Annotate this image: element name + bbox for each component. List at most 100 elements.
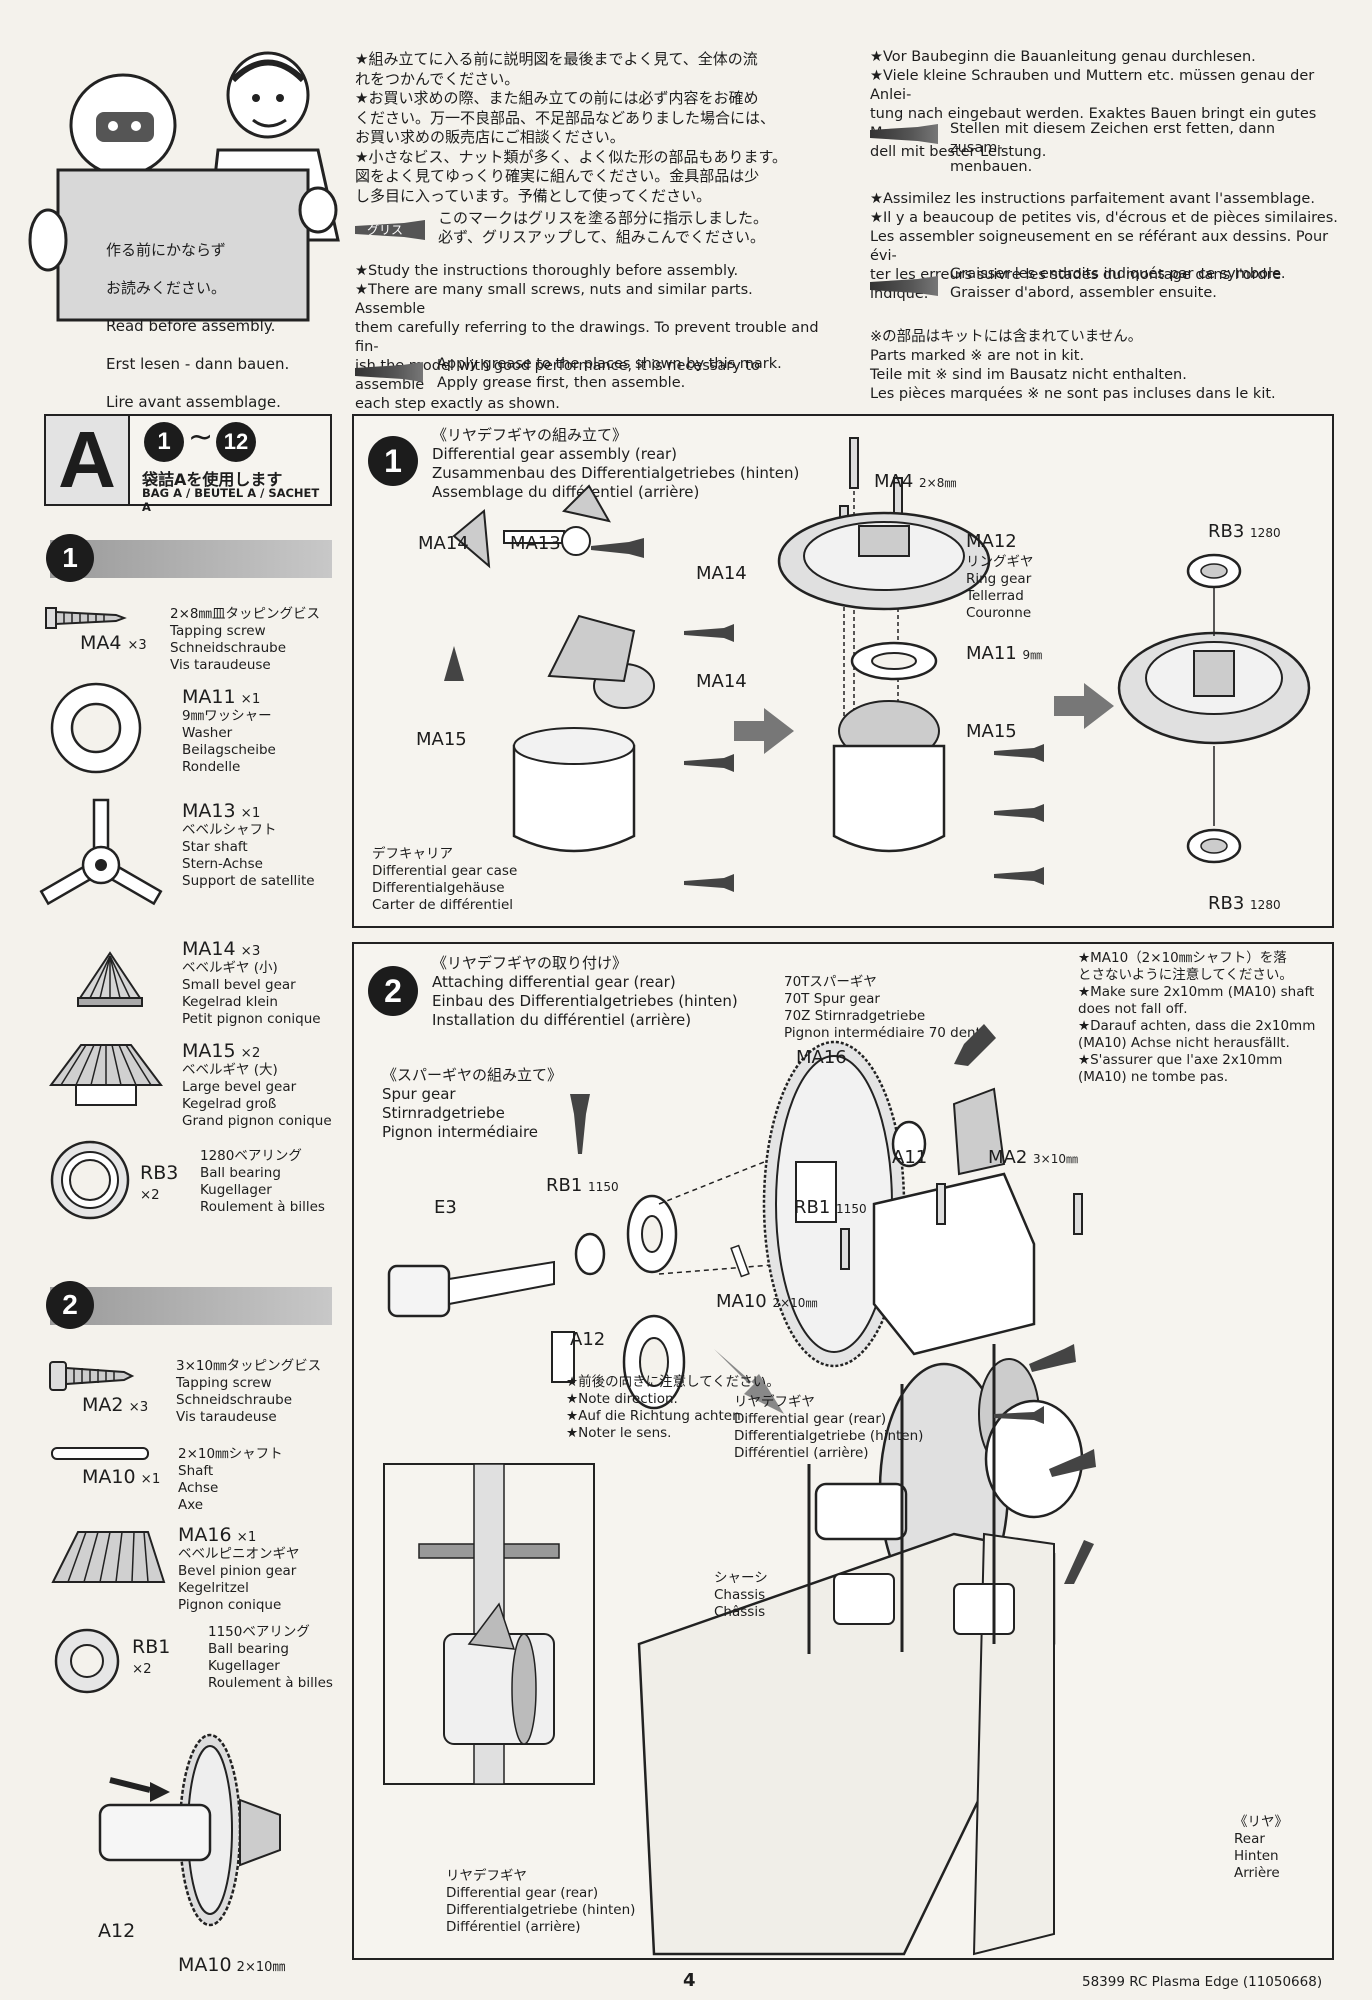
parts-bar-step1: 1	[46, 534, 332, 582]
label-e3: E3	[434, 1197, 457, 1218]
grease-mark-icon	[870, 124, 938, 144]
part-ma4-desc: 2×8㎜皿タッピングビス Tapping screw Schneidschrau…	[170, 606, 320, 673]
header-illustration: 作る前にかならず お読みください。 Read before assembly. …	[18, 40, 348, 411]
label-a11: A11	[892, 1147, 928, 1168]
label-ma13: MA13	[510, 533, 561, 554]
step2-panel: 2 《リヤデフギヤの取り付け》 Attaching differential g…	[352, 942, 1334, 1960]
label-ma15: MA15	[416, 729, 467, 750]
label-note-direction: ★前後の向きに注意してください。 ★Note direction. ★Auf d…	[566, 1374, 780, 1441]
differential-assembly-diagram	[444, 437, 1311, 892]
small-bevel-gear-icon	[77, 951, 143, 1007]
label-rb3-bottom: RB3 1280	[1208, 893, 1281, 914]
label-ma10: MA10 2×10㎜	[716, 1291, 818, 1312]
detail-ma10: MA10 2×10㎜	[178, 1954, 286, 1976]
en-notes: ★Study the instructions thoroughly befor…	[355, 263, 819, 412]
grease-mark-icon	[355, 362, 423, 382]
part-ma14: MA14 ×3	[182, 938, 261, 960]
fr-grease-note: Graisser les endroits indiqués par ce sy…	[950, 266, 1286, 301]
de-notes: ★Vor Baubeginn die Bauanleitung genau du…	[870, 49, 1317, 160]
label-rear: 《リヤ》 Rear Hinten Arrière	[1234, 1814, 1288, 1881]
spur-gear-detail-diagram	[98, 1733, 281, 1927]
part-ma2: MA2 ×3	[82, 1394, 149, 1416]
part-ma16-desc: ベベルピニオンギヤ Bevel pinion gear Kegelritzel …	[178, 1546, 300, 1613]
label-a12: A12	[570, 1329, 606, 1350]
tapping-screw-icon	[49, 1361, 135, 1391]
label-ma2: MA2 3×10㎜	[988, 1147, 1078, 1168]
part-rb3-desc: 1280ベアリング Ball bearing Kugellager Roulem…	[200, 1148, 325, 1215]
part-ma11-desc: 9㎜ワッシャー Washer Beilagscheibe Rondelle	[182, 708, 276, 775]
ball-bearing-icon	[54, 1628, 120, 1694]
parts-step-number: 2	[46, 1281, 94, 1329]
en-grease-note: Apply grease to the places shown by this…	[437, 356, 782, 391]
sign-line: お読みください。	[106, 279, 227, 297]
part-rb1-desc: 1150ベアリング Ball bearing Kugellager Roulem…	[208, 1624, 333, 1691]
part-rb1: RB1×2	[132, 1636, 171, 1677]
bag-tilde: ~	[188, 420, 214, 455]
manual-code: 58399 RC Plasma Edge (11050668)	[1082, 1974, 1323, 1990]
bag-step-to: 12	[216, 422, 256, 462]
part-ma15: MA15 ×2	[182, 1040, 261, 1062]
bevel-pinion-gear-icon	[51, 1531, 166, 1583]
ma10-warning: ★MA10（2×10㎜シャフト）を落 とさないように注意してください。 ★Mak…	[1078, 950, 1316, 1085]
detail-a12: A12	[98, 1920, 136, 1942]
parts-bar-step2: 2	[46, 1281, 332, 1329]
label-diff-gear: リヤデフギヤ Differential gear (rear) Differen…	[734, 1394, 924, 1461]
label-ma14-left: MA14	[418, 533, 469, 554]
differential-install-diagram	[383, 1024, 1096, 1956]
step1-panel: 1 《リヤデフギヤの組み立て》 Differential gear assemb…	[352, 414, 1334, 928]
label-chassis: シャーシ Chassis Châssis	[714, 1570, 768, 1620]
label-rb1-left: RB1 1150	[546, 1175, 619, 1196]
label-ma11: MA11 9㎜	[966, 643, 1043, 664]
tapping-screw-icon	[45, 607, 127, 629]
bag-letter: A	[46, 416, 130, 504]
step-number: 2	[368, 966, 418, 1016]
label-diff-bottom: リヤデフギヤ Differential gear (rear) Differen…	[446, 1868, 636, 1935]
label-ma12: MA12	[966, 531, 1017, 552]
kids-reading-icon	[28, 51, 340, 322]
page-number: 4	[683, 1970, 696, 1991]
part-ma4: MA4 ×3	[80, 632, 147, 654]
label-rb3-top: RB3 1280	[1208, 521, 1281, 542]
label-ma14-lower: MA14	[696, 671, 747, 692]
part-rb3: RB3×2	[140, 1162, 179, 1203]
label-diff-case: デフキャリア Differential gear case Differenti…	[372, 846, 518, 913]
label-ma16: MA16	[796, 1047, 847, 1068]
step2-title: 《リヤデフギヤの取り付け》 Attaching differential gea…	[432, 954, 738, 1029]
shaft-icon	[51, 1447, 149, 1460]
spur-gear-title: 《スパーギヤの組み立て》 Spur gear Stirnradgetriebe …	[382, 1066, 563, 1141]
sign-line: Read before assembly.	[106, 317, 276, 335]
part-ma2-desc: 3×10㎜タッピングビス Tapping screw Schneidschrau…	[176, 1358, 322, 1425]
part-ma10: MA10 ×1	[82, 1466, 161, 1488]
de-grease-note: Stellen mit diesem Zeichen erst fetten, …	[950, 121, 1276, 175]
bag-box: A 1 ~ 12 袋詰Aを使用します BAG A / BEUTEL A / SA…	[44, 414, 332, 514]
part-ma11: MA11 ×1	[182, 686, 261, 708]
not-in-kit-note: ※の部品はキットには含まれていません。 Parts marked ※ are n…	[870, 329, 1276, 402]
label-rb1-right: RB1 1150	[794, 1197, 867, 1218]
label-ma4: MA4 2×8㎜	[874, 471, 957, 492]
sign-line: Erst lesen - dann bauen.	[106, 355, 290, 373]
part-ma13: MA13 ×1	[182, 800, 261, 822]
sign-line: Lire avant assemblage.	[106, 393, 281, 411]
part-ma15-desc: ベベルギヤ (大) Large bevel gear Kegelrad groß…	[182, 1062, 332, 1129]
part-ma10-desc: 2×10㎜シャフト Shaft Achse Axe	[178, 1446, 283, 1513]
part-ma14-desc: ベベルギヤ (小) Small bevel gear Kegelrad klei…	[182, 960, 321, 1027]
washer-icon	[50, 682, 142, 774]
large-bevel-gear-icon	[49, 1044, 163, 1106]
label-ma15-right: MA15	[966, 721, 1017, 742]
label-ma12-desc: リングギヤ Ring gear Tellerrad Couronne	[966, 554, 1034, 621]
star-shaft-icon	[39, 798, 163, 906]
jp-grease-tag: グリス	[355, 220, 425, 240]
part-ma13-desc: ベベルシャフト Star shaft Stern-Achse Support d…	[182, 822, 315, 889]
jp-grease-note: このマークはグリスを塗る部分に指示しました。 必ず、グリスアップして、組みこんで…	[438, 209, 769, 246]
bag-text: 袋詰Aを使用します	[142, 470, 283, 489]
step1-title: 《リヤデフギヤの組み立て》 Differential gear assembly…	[432, 426, 800, 501]
part-ma16: MA16 ×1	[178, 1524, 257, 1546]
step-number: 1	[368, 436, 418, 486]
ball-bearing-icon	[50, 1140, 130, 1220]
bag-sub: BAG A / BEUTEL A / SACHET A	[142, 486, 320, 514]
parts-step-number: 1	[46, 534, 94, 582]
sign-line: 作る前にかならず	[106, 241, 226, 259]
label-ma14-right: MA14	[696, 563, 747, 584]
jp-notes: ★組み立てに入る前に説明図を最後までよく見て、全体の流 れをつかんでください。 …	[355, 50, 787, 205]
grease-mark-icon	[870, 276, 938, 296]
